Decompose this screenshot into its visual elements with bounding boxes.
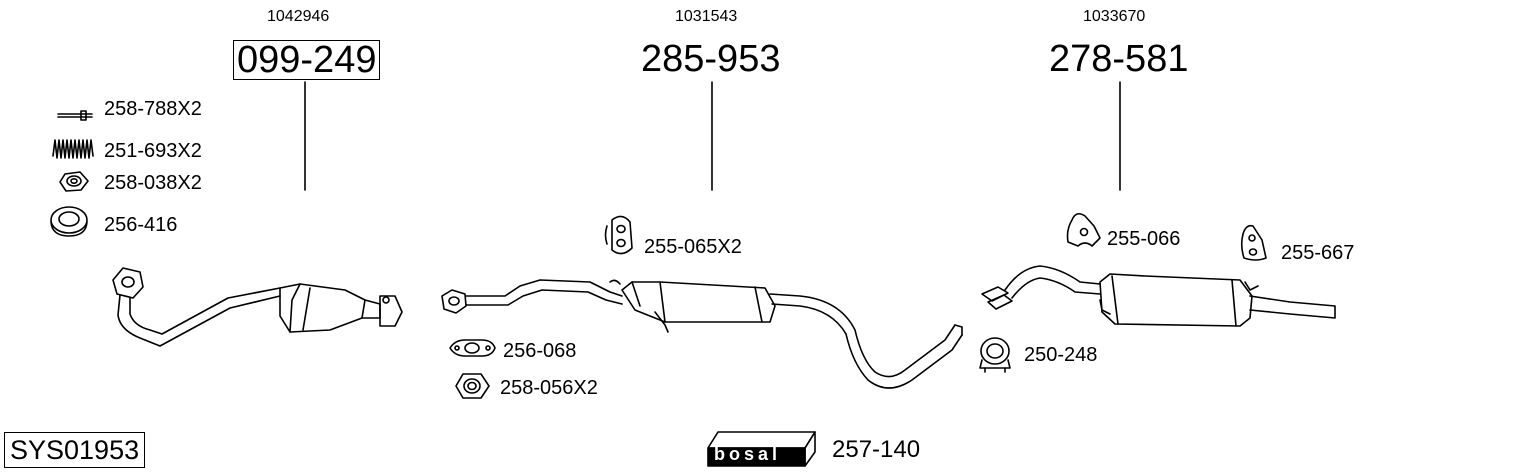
part-mount-a-label: 255-065X2 xyxy=(644,236,742,258)
oe-number-3: 1033670 xyxy=(1083,8,1146,25)
spring-icon xyxy=(52,139,94,159)
part-gasket-label: 256-068 xyxy=(503,340,577,362)
hex-nut-icon xyxy=(455,373,490,399)
part-spring-label: 251-693X2 xyxy=(104,140,202,162)
part-bolt-label: 258-788X2 xyxy=(104,98,202,120)
part-ring-seal-label: 256-416 xyxy=(104,214,178,236)
oe-number-2: 1031543 xyxy=(675,8,738,25)
clamp-icon xyxy=(979,337,1011,373)
part-hex-nut-label: 258-056X2 xyxy=(500,377,598,399)
system-number: SYS01953 xyxy=(4,432,146,468)
oe-number-1: 1042946 xyxy=(267,8,330,25)
rubber-mount-b-icon xyxy=(1066,212,1101,247)
part-mount-b-label: 255-066 xyxy=(1107,228,1181,250)
bosal-logo xyxy=(707,431,816,467)
part-mount-c-label: 255-667 xyxy=(1281,242,1355,264)
center-muffler-pipe xyxy=(441,279,963,389)
front-pipe-catalytic-converter xyxy=(112,267,403,347)
rubber-mount-c-icon xyxy=(1240,224,1267,261)
part-number-2: 285-953 xyxy=(641,38,781,80)
part-nut-label: 258-038X2 xyxy=(104,172,202,194)
rubber-mount-a-icon xyxy=(604,215,633,255)
bosal-logo-text: bosal xyxy=(714,444,782,464)
part-clamp-label: 250-248 xyxy=(1024,344,1098,366)
rear-muffler-pipe xyxy=(981,265,1336,327)
part-number-1: 099-249 xyxy=(233,40,381,80)
part-number-3: 278-581 xyxy=(1049,38,1189,80)
logo-part-number: 257-140 xyxy=(832,436,921,463)
bolt-icon xyxy=(57,110,93,121)
ring-seal-icon xyxy=(50,206,88,237)
gasket-icon xyxy=(449,339,496,357)
nut-icon xyxy=(59,171,89,192)
